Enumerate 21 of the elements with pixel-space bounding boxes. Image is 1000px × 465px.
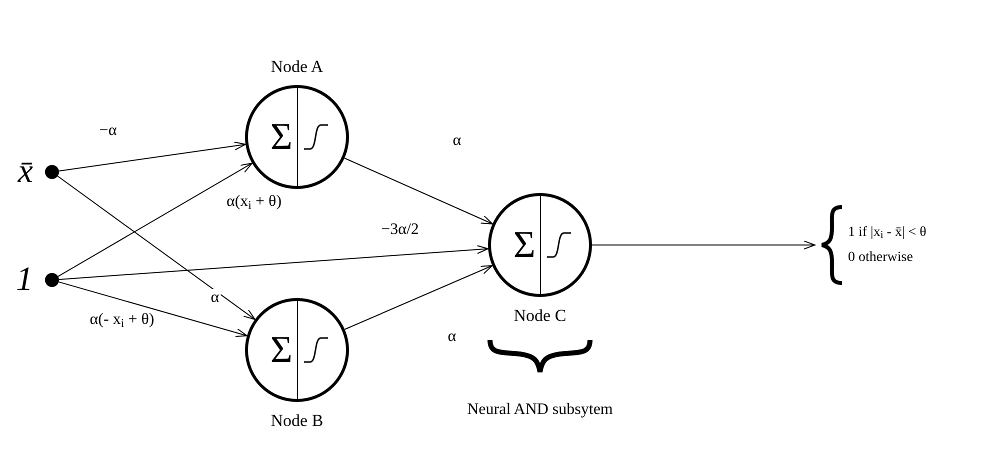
- arrow: [58, 281, 248, 338]
- arrow: [344, 158, 493, 224]
- sum-symbol: Σ: [513, 226, 536, 264]
- output-condition: 0 otherwise: [848, 249, 914, 266]
- input-label: 1: [16, 263, 33, 297]
- output-condition: 1 if |x$_{i}$ - x̄| < θ: [848, 224, 926, 241]
- node-label: Node A: [270, 58, 324, 75]
- arrow: [58, 141, 246, 172]
- arrow: [58, 162, 253, 277]
- arrow: [58, 245, 489, 280]
- input-label: x̄: [18, 155, 33, 189]
- edge-label: α(x$_{i}$ + θ): [224, 193, 284, 210]
- sum-symbol: Σ: [270, 331, 292, 369]
- subsystem-caption: Neural AND subsytem: [467, 401, 613, 418]
- arrow: [57, 176, 256, 320]
- edge-label: α(- x$_{i}$ + θ): [88, 311, 156, 328]
- node-label: Node C: [514, 307, 566, 324]
- arrow: [344, 265, 493, 330]
- sum-symbol: Σ: [270, 118, 292, 156]
- arrow: [592, 240, 816, 250]
- node-label: Node B: [270, 412, 324, 429]
